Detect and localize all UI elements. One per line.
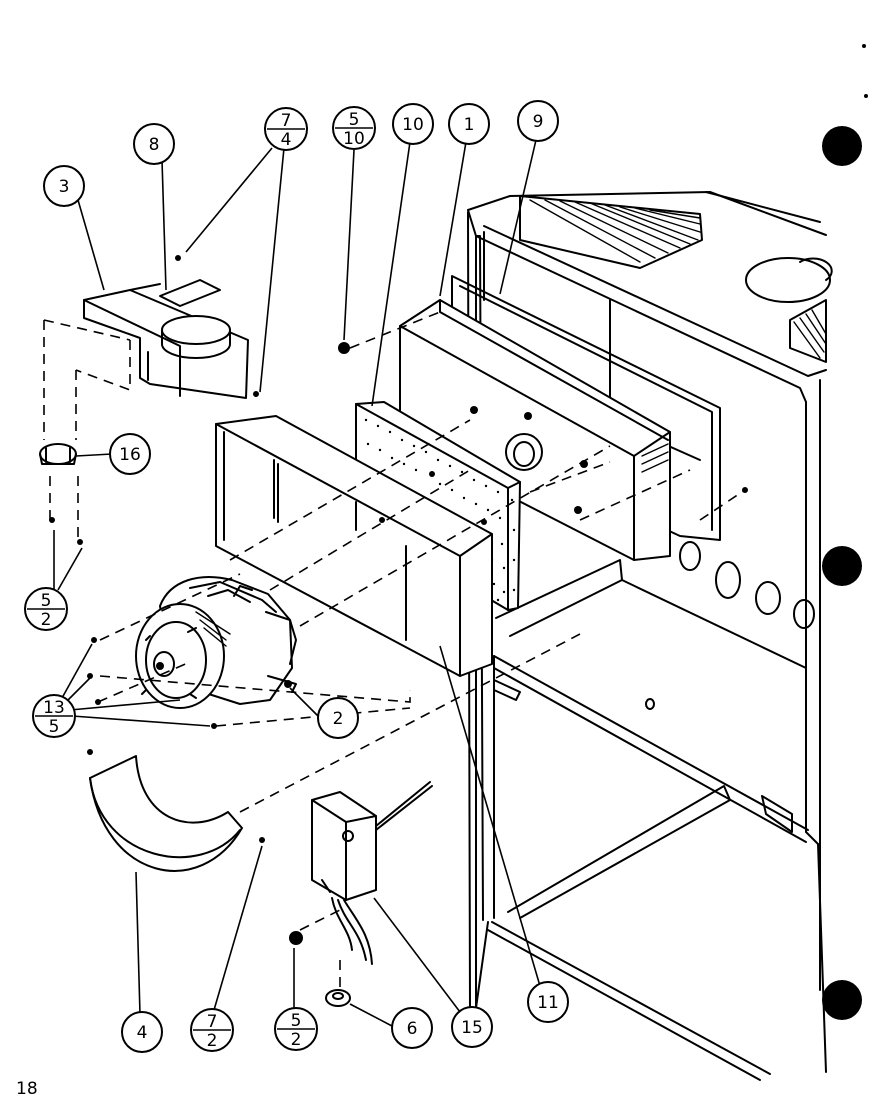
- callout-fraction-bottom: 2: [291, 1030, 302, 1050]
- top-grille: [519, 195, 827, 363]
- front-housing: [215, 415, 493, 677]
- callout-16: 16: [109, 433, 151, 475]
- callout-8: 8: [133, 123, 175, 165]
- callout-7-2: 7 2: [190, 1008, 234, 1052]
- callout-3: 3: [43, 165, 85, 207]
- callout-label: 15: [461, 1018, 483, 1038]
- callout-label: 8: [149, 135, 160, 155]
- vent-collar: [83, 279, 249, 399]
- callout-label: 9: [533, 112, 544, 132]
- assembly-lines: [43, 311, 746, 990]
- callout-fraction-bottom: 4: [281, 130, 292, 150]
- fasteners: [49, 255, 748, 1007]
- binder-hole-bottom: [822, 980, 862, 1020]
- callout-label: 11: [537, 993, 559, 1013]
- callout-5-2-bottom: 5 2: [274, 1007, 318, 1051]
- callout-label: 3: [59, 177, 70, 197]
- callout-fraction-bottom: 2: [41, 610, 52, 630]
- callout-4: 4: [121, 1011, 163, 1053]
- furnace-cabinet: [467, 191, 833, 1081]
- callout-fraction-bottom: 5: [49, 717, 60, 737]
- callout-9: 9: [517, 100, 559, 142]
- callout-5-10: 5 10: [332, 106, 376, 150]
- blower-shroud: [89, 755, 243, 872]
- inducer-motor: [135, 576, 297, 709]
- callout-fraction-top: 7: [281, 111, 292, 131]
- callout-1: 1: [448, 103, 490, 145]
- callout-label: 4: [137, 1023, 148, 1043]
- callout-fraction-top: 13: [43, 698, 65, 718]
- callout-fraction-top: 5: [349, 110, 360, 130]
- callout-10: 10: [392, 103, 434, 145]
- callout-label: 10: [402, 115, 424, 135]
- callout-label: 1: [464, 115, 475, 135]
- dot-mark: [862, 44, 866, 48]
- callout-13-5: 13 5: [32, 694, 76, 738]
- callout-label: 6: [407, 1019, 418, 1039]
- binder-hole-middle: [822, 546, 862, 586]
- pressure-switch: [39, 443, 77, 465]
- callout-fraction-top: 5: [291, 1011, 302, 1031]
- top-opening: [745, 257, 831, 303]
- callout-11: 11: [527, 981, 569, 1023]
- leader-lines: [53, 139, 541, 1027]
- callout-label: 2: [333, 709, 344, 729]
- callout-6: 6: [391, 1007, 433, 1049]
- callout-15: 15: [451, 1006, 493, 1048]
- binder-holes: [822, 44, 868, 1020]
- callout-5-2-left: 5 2: [24, 587, 68, 631]
- control-box: [311, 781, 433, 965]
- callout-fraction-top: 7: [207, 1012, 218, 1032]
- callout-fraction-bottom: 10: [343, 129, 365, 149]
- page-number: 18: [16, 1079, 38, 1099]
- callout-fraction-bottom: 2: [207, 1031, 218, 1051]
- binder-hole-top: [822, 126, 862, 166]
- callout-7-4: 7 4: [264, 107, 308, 151]
- callout-fraction-top: 5: [41, 591, 52, 611]
- callout-2: 2: [317, 697, 359, 739]
- callout-label: 16: [119, 445, 141, 465]
- dot-mark: [864, 94, 868, 98]
